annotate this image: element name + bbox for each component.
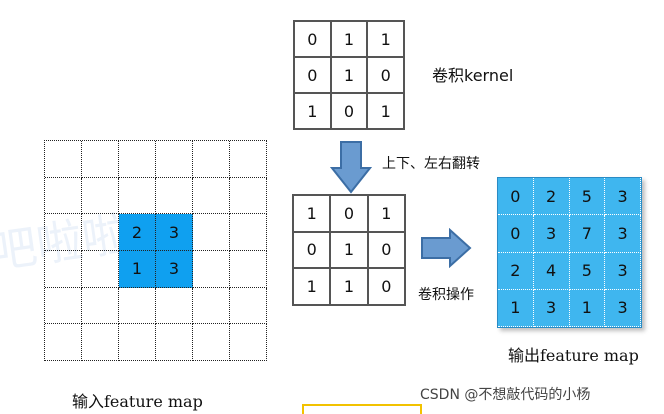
output-cell: 5	[569, 178, 606, 216]
output-cell: 1	[498, 289, 534, 327]
input-cell	[119, 177, 156, 215]
conv-label: 卷积操作	[418, 287, 474, 303]
output-cell: 3	[605, 178, 641, 216]
kernel-cell: 1	[367, 21, 404, 57]
input-map-label: 输入feature map	[72, 392, 203, 411]
output-cell: 3	[533, 215, 570, 253]
input-cell	[82, 141, 119, 178]
input-cell	[193, 141, 230, 178]
down-arrow-icon	[330, 141, 372, 194]
flipped-kernel-cell: 0	[330, 195, 368, 232]
input-cell	[193, 214, 230, 251]
kernel-cell: 1	[367, 93, 404, 129]
footer-credit: CSDN @不想敲代码的小杨	[420, 387, 591, 403]
input-cell	[156, 287, 193, 325]
flipped-kernel-cell: 1	[293, 268, 331, 305]
input-cell	[156, 324, 193, 361]
flipped-kernel-cell: 0	[293, 231, 331, 269]
output-map-label: 输出feature map	[508, 346, 639, 365]
input-highlight-cell: 3	[156, 214, 193, 251]
input-cell	[45, 324, 82, 361]
kernel-label: 卷积kernel	[432, 66, 514, 85]
input-cell	[230, 214, 267, 251]
input-cell	[193, 324, 230, 361]
bottom-highlight-box	[302, 404, 422, 414]
input-cell	[230, 177, 267, 215]
kernel-cell: 0	[294, 57, 331, 93]
output-cell: 2	[533, 178, 570, 216]
output-cell: 3	[605, 289, 641, 327]
input-highlight-cell: 1	[119, 251, 156, 288]
right-arrow-icon	[421, 228, 472, 268]
flipped-kernel-cell: 1	[367, 195, 405, 232]
input-cell	[82, 214, 119, 251]
input-cell	[156, 141, 193, 178]
input-cell	[45, 287, 82, 325]
input-cell	[193, 251, 230, 288]
input-cell	[45, 251, 82, 288]
output-cell: 4	[533, 252, 570, 290]
kernel-cell: 0	[294, 21, 331, 57]
kernel-cell: 0	[367, 57, 404, 93]
input-cell	[82, 177, 119, 215]
input-cell	[230, 141, 267, 178]
output-cell: 2	[498, 252, 534, 290]
input-cell	[230, 287, 267, 325]
input-cell	[230, 251, 267, 288]
input-cell	[45, 177, 82, 215]
kernel-cell: 0	[330, 93, 368, 129]
flipped-kernel-cell: 0	[367, 268, 405, 305]
kernel-cell: 1	[294, 93, 331, 129]
input-highlight-cell: 3	[156, 251, 193, 288]
input-cell	[193, 177, 230, 215]
output-cell: 0	[498, 178, 534, 216]
flipped-kernel-grid: 1 0 1 0 1 0 1 1 0	[292, 194, 406, 306]
flipped-kernel-cell: 0	[367, 231, 405, 269]
output-cell: 5	[569, 252, 606, 290]
input-feature-map-grid: 2 3 1 3	[44, 140, 267, 361]
input-cell	[45, 141, 82, 178]
input-cell	[82, 287, 119, 325]
flip-label: 上下、左右翻转	[382, 156, 480, 172]
kernel-cell: 1	[330, 21, 368, 57]
flipped-kernel-cell: 1	[330, 231, 368, 269]
output-cell: 1	[569, 289, 606, 327]
input-cell	[82, 324, 119, 361]
input-cell	[193, 287, 230, 325]
input-cell	[156, 177, 193, 215]
output-cell: 3	[605, 215, 641, 253]
output-cell: 0	[498, 215, 534, 253]
output-feature-map-grid: 0 2 5 3 0 3 7 3 2 4 5 3 1 3 1 3	[497, 177, 642, 328]
output-cell: 3	[605, 252, 641, 290]
kernel-grid: 0 1 1 0 1 0 1 0 1	[293, 20, 405, 130]
flipped-kernel-cell: 1	[293, 195, 331, 232]
input-cell	[230, 324, 267, 361]
input-cell	[119, 324, 156, 361]
input-cell	[82, 251, 119, 288]
output-cell: 7	[569, 215, 606, 253]
input-highlight-cell: 2	[119, 214, 156, 251]
input-cell	[119, 287, 156, 325]
flipped-kernel-cell: 1	[330, 268, 368, 305]
output-cell: 3	[533, 289, 570, 327]
kernel-cell: 1	[330, 57, 368, 93]
input-cell	[119, 141, 156, 178]
input-cell	[45, 214, 82, 251]
